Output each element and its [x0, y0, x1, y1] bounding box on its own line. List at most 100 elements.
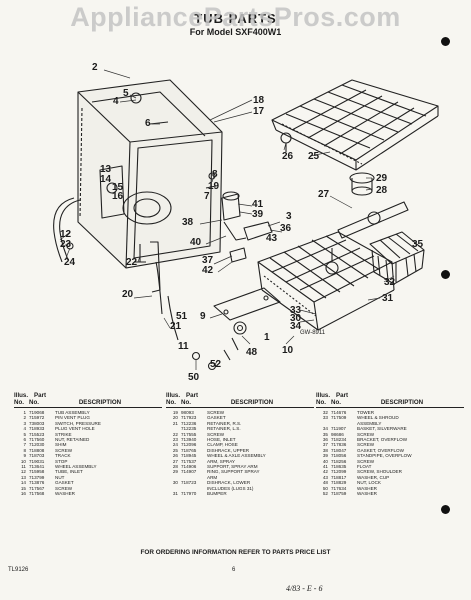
part-description: GASKET	[55, 480, 74, 486]
header-cell: No.	[29, 399, 39, 406]
part-no: 712030	[29, 442, 45, 448]
callout-label: 28	[376, 185, 388, 196]
header-part: Part	[34, 392, 47, 399]
spray-arm	[337, 172, 409, 239]
part-no: 713799	[29, 474, 45, 480]
part-description: WHEEL & AXLE ASSEMBLY	[207, 453, 266, 459]
callout-label: 6	[145, 118, 151, 129]
callout-label: 39	[252, 209, 264, 220]
part-no: 712096	[181, 442, 197, 448]
table-header: Illus.Part	[14, 392, 162, 399]
part-no: 712099	[331, 469, 347, 475]
illus-no: 22	[172, 431, 178, 437]
part-description: BASKET, SILVERWARE	[357, 426, 407, 432]
callout-label: 24	[64, 257, 76, 268]
illus-no: 28	[172, 464, 178, 470]
part-no: 714907	[181, 469, 197, 475]
part-description: NUT, LOCK	[357, 480, 381, 486]
part-no: 718759	[331, 491, 347, 497]
callout-label: 3	[286, 211, 292, 222]
part-description: TUB ASSEMBLY	[55, 410, 90, 415]
table-row: ARM	[166, 475, 314, 480]
callout-label: 10	[282, 345, 294, 356]
part-no: 718765	[181, 447, 197, 453]
callout-label: 27	[318, 189, 330, 200]
part-no: 717970	[181, 491, 197, 497]
part-no: 718808	[29, 447, 45, 453]
part-no: 718829	[331, 480, 347, 486]
illus-no: 21	[172, 420, 178, 426]
part-description: SWITCH, PRESSURE	[55, 420, 101, 426]
illus-no: 4	[23, 426, 26, 432]
illus-no: 36	[322, 437, 328, 443]
part-no: 715523	[29, 431, 45, 437]
callout-label: 5	[123, 88, 129, 99]
illus-no: 25	[172, 447, 178, 453]
part-description: ASSEMBLY	[357, 420, 382, 426]
inlet-hose	[53, 197, 179, 341]
part-no: 717568	[29, 491, 45, 497]
illus-no: 32	[322, 410, 328, 415]
illus-no: 42	[322, 469, 328, 475]
header-cell: No.	[316, 399, 326, 406]
part-no: 717537	[181, 458, 197, 464]
part-description: INCLUDES (LUGS 31)	[207, 485, 254, 491]
header-cell: No.	[166, 399, 176, 406]
illus-no: 38	[322, 447, 328, 453]
callout-label: 11	[178, 341, 189, 352]
bottom-fasteners	[191, 321, 247, 371]
illus-no: 43	[322, 474, 328, 480]
part-no: 713876	[29, 480, 45, 486]
illus-no: 7	[23, 442, 26, 448]
part-description: FLOAT	[357, 464, 372, 470]
callout-label: 29	[376, 173, 388, 184]
callout-label: 33	[290, 305, 302, 316]
part-no: 718234	[331, 437, 347, 443]
silverware-basket	[369, 231, 425, 285]
illus-no: 50	[322, 485, 328, 491]
part-no: 717560	[29, 437, 45, 443]
part-no: 718817	[331, 474, 347, 480]
callout-label: 35	[412, 239, 424, 250]
illus-no: 13	[20, 474, 26, 480]
illus-no: 11	[21, 464, 26, 470]
part-description: RING, SUPPORT SPRAY	[207, 469, 260, 475]
part-description: HOSE, INLET	[207, 437, 236, 443]
part-no: 719031	[29, 458, 45, 464]
illus-no: 20	[172, 415, 178, 421]
wheel-axle	[280, 132, 292, 152]
illus-no: 10	[20, 458, 26, 464]
part-no: 717634	[331, 485, 347, 491]
part-description: CLAMP, HOSE	[207, 442, 238, 448]
binder-hole-middle	[441, 270, 450, 279]
model-subtitle: For Model SXF400W1	[189, 27, 282, 37]
callout-label: 17	[253, 106, 265, 117]
part-no: 98686	[331, 431, 344, 437]
part-description: SCREW	[207, 431, 225, 437]
part-description: SCREW	[357, 431, 375, 437]
part-description: STANDPIPE, OVERFLOW	[357, 453, 412, 459]
part-description: SCREW, SHOULDER	[357, 469, 402, 475]
part-no: 711907	[331, 426, 346, 432]
part-no: 718047	[331, 447, 347, 453]
header-cell: No.	[181, 399, 191, 406]
part-description: WASHER, CUP	[357, 474, 390, 480]
